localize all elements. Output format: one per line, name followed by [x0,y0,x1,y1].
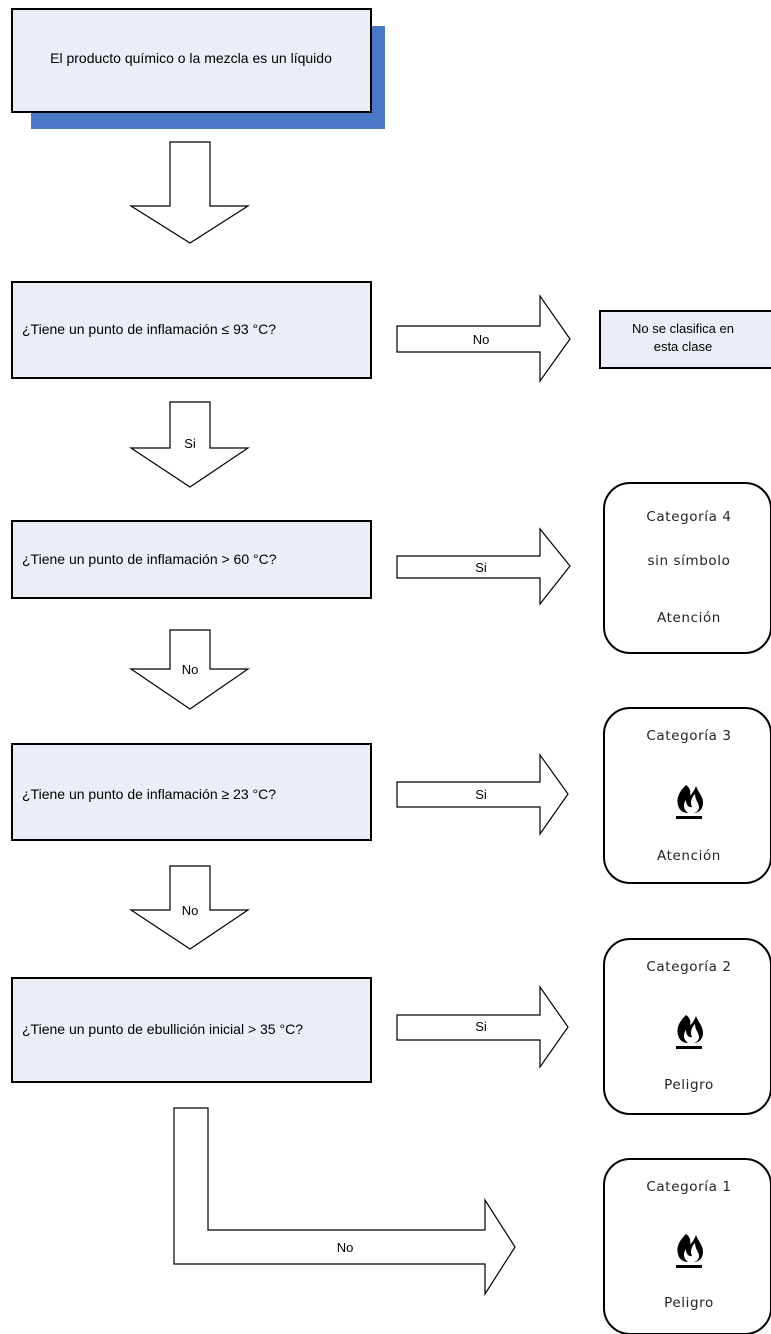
right-arrow-q1 [396,294,571,383]
category-3-title: Categoría 3 [646,728,731,744]
question-text-3: ¿Tiene un punto de inflamación ≥ 23 °C? [22,786,276,802]
category-4-signal: Atención [657,610,721,626]
right-arrow-q1-label: No [473,332,490,347]
final-arrow [173,1107,516,1297]
category-2-title: Categoría 2 [646,959,731,975]
start-box [11,8,372,113]
down-arrow-q2-label: No [182,662,199,677]
down-arrow-q1-label: Si [184,436,196,451]
right-arrow-q4-label: Si [475,1019,487,1034]
final-arrow-label: No [337,1240,354,1255]
question-box-2 [11,520,372,599]
category-4-symbol-text: sin símbolo [647,553,730,569]
down-arrow-q1 [129,401,250,488]
right-arrow-q3 [396,753,569,836]
right-arrow-q4 [396,985,569,1069]
category-box-4 [603,482,771,654]
down-arrow-q2 [129,629,250,710]
right-arrow-q3-label: Si [475,787,487,802]
category-2-signal: Peligro [664,1077,714,1093]
not-classified-box [599,310,771,369]
category-3-signal: Atención [657,848,721,864]
question-text-2: ¿Tiene un punto de inflamación > 60 °C? [22,551,277,567]
down-arrow-q3 [129,865,250,950]
not-classified-line2: esta clase [654,339,713,354]
down-arrow-start [128,141,251,244]
question-text-4: ¿Tiene un punto de ebullición inicial > … [22,1021,303,1037]
down-arrow-q3-label: No [182,903,199,918]
right-arrow-q2-label: Si [475,560,487,575]
not-classified-line1: No se clasifica en [632,321,734,336]
question-box-4 [11,977,372,1083]
question-text-1: ¿Tiene un punto de inflamación ≤ 93 °C? [22,321,276,337]
category-1-signal: Peligro [664,1295,714,1311]
start-text: El producto químico o la mezcla es un lí… [50,50,332,66]
right-arrow-q2 [396,527,571,606]
question-box-3 [11,743,372,841]
category-1-title: Categoría 1 [646,1179,731,1195]
question-box-1 [11,281,372,379]
category-4-title: Categoría 4 [646,509,731,525]
